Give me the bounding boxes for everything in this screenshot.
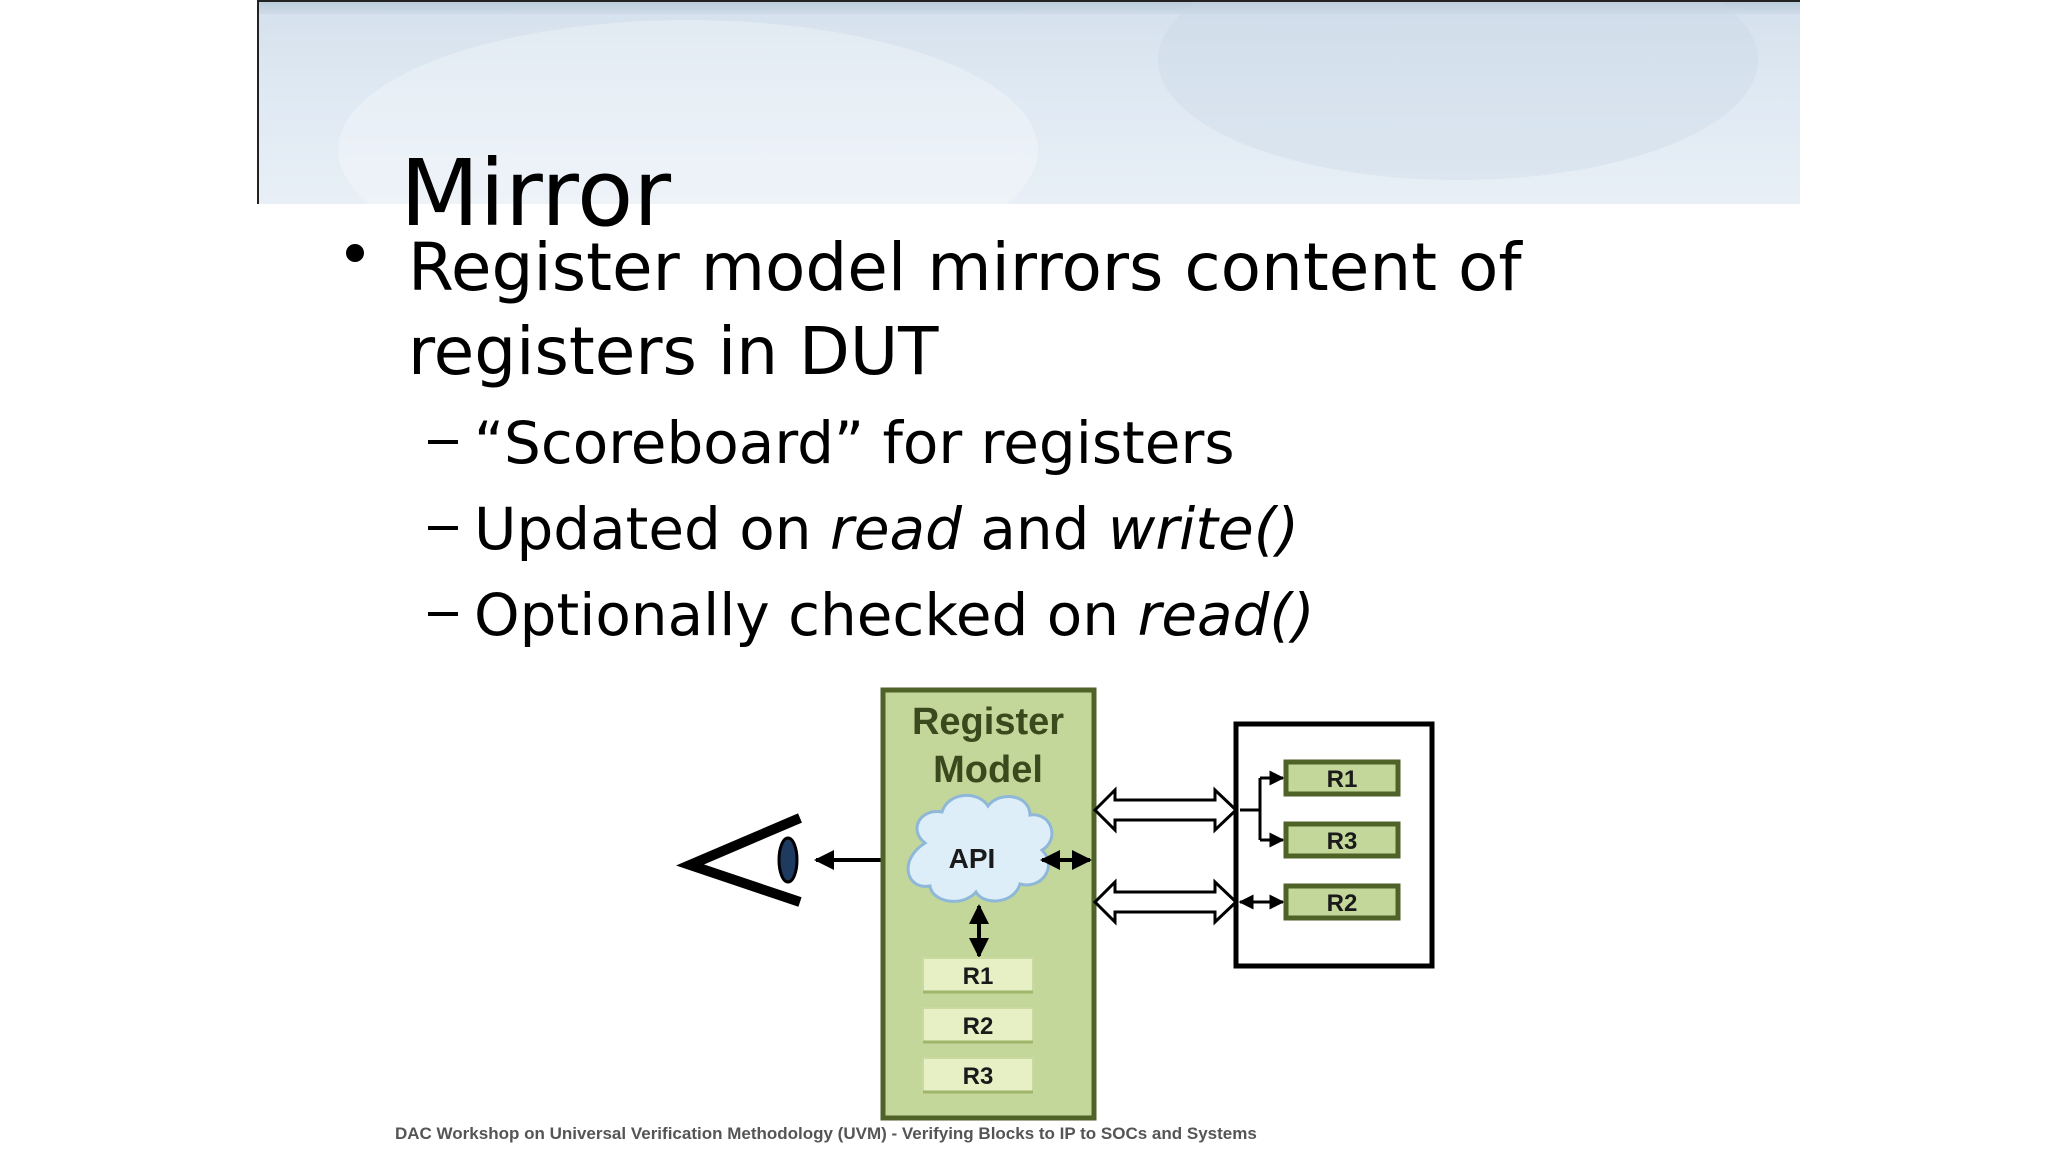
sub-bullet-dash [428, 440, 458, 444]
api-cloud: API [906, 793, 1054, 903]
dut-register-r2 [1283, 883, 1401, 921]
slide-title: Mirror [400, 140, 672, 247]
sub-bullet-text: Updated on [474, 495, 830, 563]
bullet-marker [346, 244, 364, 262]
dut-branch-connector [1238, 770, 1285, 910]
sub-bullet-text: and [961, 495, 1108, 563]
dut-register-r1 [1283, 759, 1401, 797]
slide-footer: DAC Workshop on Universal Verification M… [395, 1124, 1257, 1143]
bullet-text-line2: registers in DUT [408, 313, 939, 390]
banner-border [258, 0, 1800, 2]
sub-bullet-italic-read: read() [1137, 581, 1315, 649]
sub-bullet-checked: Optionally checked on read() [474, 580, 1315, 650]
sub-bullet-scoreboard: “Scoreboard” for registers [474, 408, 1235, 478]
sub-bullet-dash [428, 526, 458, 530]
dut-register-label: R1 [1327, 766, 1358, 793]
model-register-label: R3 [963, 1063, 994, 1090]
bus-arrow-lower [1092, 878, 1239, 926]
model-register-label: R1 [963, 963, 994, 990]
sub-bullet-text: Optionally checked on [474, 581, 1138, 649]
model-register-label: R2 [963, 1013, 994, 1040]
sub-bullet-text: “Scoreboard” for registers [474, 409, 1235, 477]
eye-icon [675, 813, 802, 907]
dut-register-list: R1 R3 R2 [1283, 759, 1401, 921]
sub-bullet-italic-write: write() [1107, 495, 1299, 563]
dut-register-label: R2 [1327, 890, 1358, 917]
model-register-r3 [922, 1057, 1034, 1093]
sub-bullet-dash [428, 612, 458, 616]
api-label: API [949, 843, 996, 874]
banner-border [257, 0, 259, 204]
dut-register-label: R3 [1327, 828, 1358, 855]
sub-bullet-italic-read: read [830, 495, 962, 563]
bullet-text-line1: Register model mirrors content of [408, 229, 1522, 306]
dut-register-r3 [1283, 821, 1401, 859]
model-register-list: R1 R2 R3 [922, 957, 1034, 1094]
title-banner [258, 0, 1800, 204]
bus-arrow-upper [1092, 786, 1239, 834]
register-model-title: Model [933, 749, 1043, 791]
sub-bullet-updated: Updated on read and write() [474, 494, 1299, 564]
register-model-title: Register [912, 701, 1064, 743]
model-register-r1 [922, 957, 1034, 993]
